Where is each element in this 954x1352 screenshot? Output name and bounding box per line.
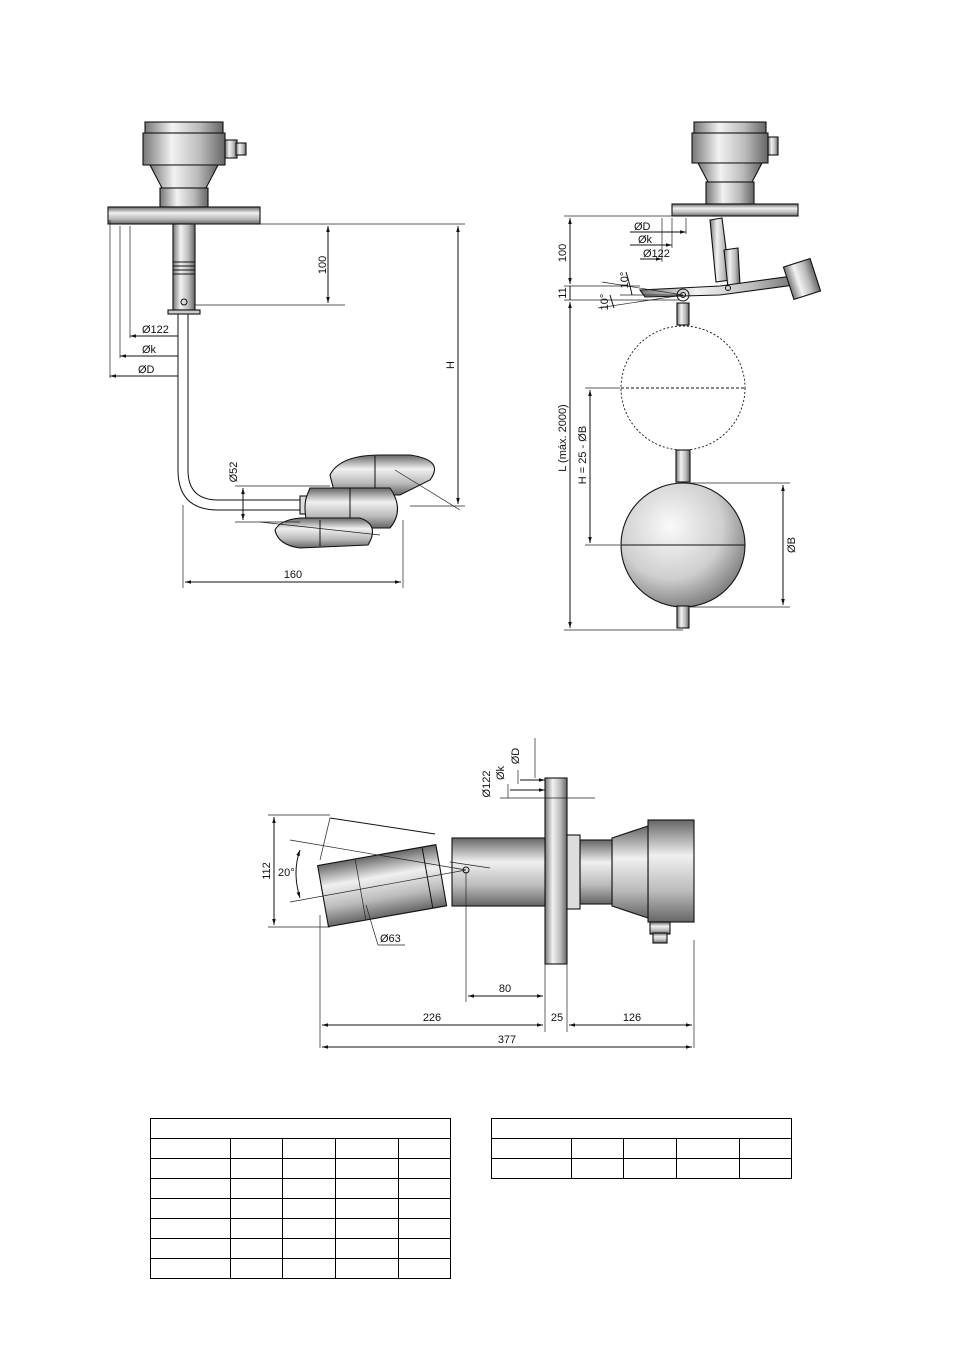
dim-126: 126 bbox=[623, 1012, 641, 1024]
table-row bbox=[149, 1178, 451, 1199]
table-cell bbox=[334, 1258, 400, 1279]
table-cell bbox=[149, 1258, 232, 1279]
table-row bbox=[490, 1158, 792, 1179]
dim-52: Ø52 bbox=[228, 462, 240, 483]
table-cell bbox=[282, 1218, 336, 1239]
table-cell bbox=[398, 1258, 451, 1279]
dim-226: 226 bbox=[423, 1012, 441, 1024]
table-cell bbox=[398, 1158, 451, 1179]
table-row bbox=[491, 1118, 792, 1139]
dim-112: 112 bbox=[261, 862, 273, 880]
table-row bbox=[149, 1218, 451, 1239]
table-cell bbox=[490, 1158, 573, 1179]
angle-20: 20° bbox=[278, 867, 295, 879]
table-header-cell bbox=[150, 1118, 451, 1139]
table-cell bbox=[571, 1158, 625, 1179]
dim-L: L (máx. 2000) bbox=[557, 404, 569, 471]
table-cell bbox=[571, 1138, 625, 1159]
table-cell bbox=[334, 1138, 400, 1159]
dim-25: 25 bbox=[551, 1012, 563, 1024]
table-cell bbox=[739, 1138, 792, 1159]
dim-63: Ø63 bbox=[380, 933, 401, 945]
dim-377: 377 bbox=[498, 1034, 516, 1046]
drawing-horizontal-float-switch: 20° 112 Ø63 80 226 25 126 377 ØD Øk Ø122 bbox=[261, 738, 695, 1049]
table-cell bbox=[398, 1218, 451, 1239]
table-row bbox=[149, 1198, 451, 1219]
angle-b: 10° bbox=[599, 294, 611, 311]
dim-100: 100 bbox=[317, 256, 329, 274]
table-row bbox=[490, 1138, 792, 1159]
table-row bbox=[149, 1138, 451, 1159]
table-row bbox=[149, 1258, 451, 1279]
dim-11: 11 bbox=[557, 287, 569, 298]
table-header-cell bbox=[491, 1118, 792, 1139]
drawing-twin-sphere-float: 100 11 L (máx. 2000) H = 25 - ØB ØB ØD Ø… bbox=[557, 121, 822, 631]
table-cell bbox=[230, 1178, 284, 1199]
table-cell bbox=[282, 1238, 336, 1259]
table-cell bbox=[334, 1178, 400, 1199]
dim-k-h: Øk bbox=[495, 765, 507, 780]
dim-k-r: Øk bbox=[638, 234, 653, 246]
table-cell bbox=[334, 1238, 400, 1259]
dim-H-r: H = 25 - ØB bbox=[577, 426, 589, 484]
table-cell bbox=[739, 1158, 792, 1179]
table-cell bbox=[282, 1198, 336, 1219]
dim-160: 160 bbox=[284, 569, 302, 581]
dim-D-r: ØD bbox=[634, 221, 651, 233]
dim-B: ØB bbox=[786, 537, 798, 553]
table-cell bbox=[398, 1238, 451, 1259]
dim-122-h: Ø122 bbox=[481, 771, 493, 798]
dim-k: Øk bbox=[142, 344, 157, 356]
table-cell bbox=[623, 1138, 677, 1159]
table-cell bbox=[230, 1138, 284, 1159]
table-cell bbox=[675, 1138, 741, 1159]
table-cell bbox=[282, 1178, 336, 1199]
table-cell bbox=[398, 1178, 451, 1199]
table-row bbox=[150, 1118, 451, 1139]
dim-122: Ø122 bbox=[142, 324, 169, 336]
table-cell bbox=[230, 1158, 284, 1179]
dim-H: H bbox=[445, 361, 457, 369]
dim-D-h: ØD bbox=[510, 748, 522, 765]
table-cell bbox=[398, 1198, 451, 1219]
table-row bbox=[149, 1238, 451, 1259]
dim-80: 80 bbox=[499, 983, 511, 995]
table-cell bbox=[282, 1258, 336, 1279]
table-cell bbox=[149, 1238, 232, 1259]
table-cell bbox=[149, 1178, 232, 1199]
table-cell bbox=[623, 1158, 677, 1179]
table-cell bbox=[230, 1198, 284, 1219]
table-cell bbox=[490, 1138, 573, 1159]
table-row bbox=[149, 1158, 451, 1179]
dim-100-r: 100 bbox=[557, 244, 569, 262]
spec-table-right bbox=[490, 1118, 792, 1179]
angle-a: 10° bbox=[619, 272, 631, 289]
table-cell bbox=[230, 1218, 284, 1239]
table-cell bbox=[230, 1238, 284, 1259]
table-cell bbox=[334, 1198, 400, 1219]
dim-122-r: Ø122 bbox=[643, 248, 670, 260]
table-cell bbox=[230, 1258, 284, 1279]
table-cell bbox=[282, 1158, 336, 1179]
dim-D: ØD bbox=[138, 364, 155, 376]
table-cell bbox=[398, 1138, 451, 1159]
table-cell bbox=[334, 1218, 400, 1239]
table-cell bbox=[149, 1198, 232, 1219]
table-cell bbox=[675, 1158, 741, 1179]
drawing-side-float-switch: 100 H Ø122 Øk ØD Ø52 160 bbox=[107, 121, 465, 588]
table-cell bbox=[282, 1138, 336, 1159]
spec-table-left bbox=[149, 1118, 451, 1279]
table-cell bbox=[149, 1138, 232, 1159]
table-cell bbox=[149, 1218, 232, 1239]
table-cell bbox=[149, 1158, 232, 1179]
table-cell bbox=[334, 1158, 400, 1179]
